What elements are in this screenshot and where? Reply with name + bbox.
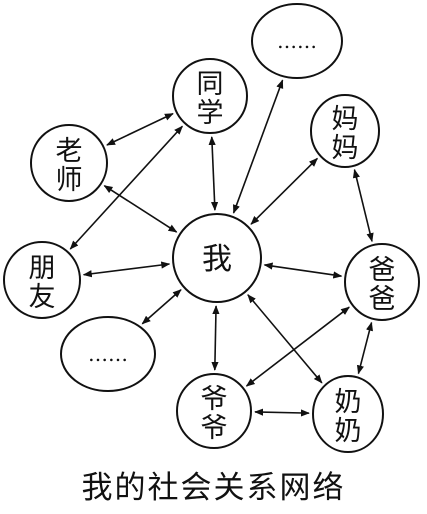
node-teacher: 老师 [30, 124, 108, 202]
edge-etc_top-me [232, 79, 284, 214]
node-grandma-label: 奶奶 [335, 387, 362, 447]
node-dad: 爸爸 [344, 243, 420, 321]
node-grandpa-label: 爷爷 [201, 384, 228, 444]
edge-me-grandma [247, 294, 323, 384]
node-dad-circle [344, 243, 420, 321]
node-classmate-circle [172, 58, 248, 134]
node-me-circle [172, 213, 262, 303]
edge-me-dad [263, 262, 343, 279]
node-ellipsis-left-circle [60, 316, 156, 392]
edge-classmate-me [208, 136, 219, 211]
node-me-label: 我 [202, 242, 232, 277]
edge-mom-dad [352, 168, 374, 243]
node-mom-label: 妈妈 [332, 104, 359, 164]
edge-friend-me [82, 261, 171, 278]
node-me: 我 [172, 213, 262, 303]
edge-friend-classmate [69, 125, 183, 250]
node-teacher-label: 老师 [56, 136, 83, 196]
node-friend-circle [3, 241, 81, 319]
node-mom-circle [310, 94, 380, 168]
node-grandma: 奶奶 [312, 375, 384, 453]
edge-etc_left-me [141, 289, 182, 325]
edge-layer [69, 79, 374, 417]
edge-me-grandpa [211, 305, 220, 371]
node-dad-label: 爸爸 [369, 255, 396, 315]
diagram-title: 我的社会关系网络 [81, 470, 346, 506]
node-ellipsis-top: …… [251, 3, 343, 79]
node-grandma-circle [312, 375, 384, 453]
node-classmate: 同学 [172, 58, 248, 134]
node-ellipsis-left-label: …… [88, 342, 128, 366]
edge-teacher-classmate [106, 112, 174, 146]
edge-mom-me [250, 157, 318, 225]
node-ellipsis-top-label: …… [277, 29, 317, 53]
node-mom: 妈妈 [310, 94, 380, 168]
edge-dad-grandma [356, 321, 374, 375]
node-grandpa: 爷爷 [176, 373, 252, 449]
node-friend-label: 朋友 [29, 253, 56, 313]
node-ellipsis-top-circle [251, 3, 343, 79]
node-grandpa-circle [176, 373, 252, 449]
node-friend: 朋友 [3, 241, 81, 319]
node-teacher-circle [30, 124, 108, 202]
node-classmate-label: 同学 [197, 69, 224, 129]
node-ellipsis-left: …… [60, 316, 156, 392]
edge-teacher-me [103, 185, 178, 233]
edge-grandpa-grandma [254, 408, 310, 417]
edge-dad-grandpa [245, 306, 350, 387]
